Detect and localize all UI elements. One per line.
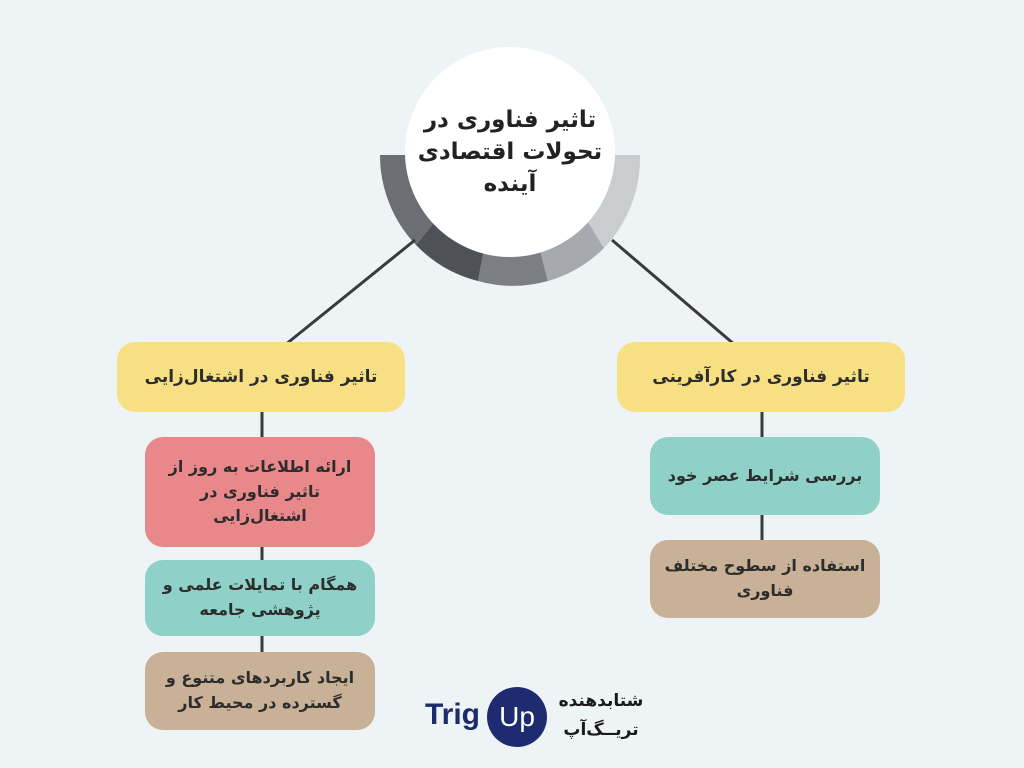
right-branch-heading: تاثیر فناوری در کارآفرینی — [617, 342, 905, 412]
right-item-2-text: استفاده از سطوح مختلف فناوری — [664, 556, 866, 600]
left-item-1-text: ارائه اطلاعات به روز از تاثیر فناوری در … — [168, 456, 352, 526]
line-center-right — [611, 238, 736, 347]
ring-segment-4 — [540, 222, 604, 281]
ring-segment-2 — [416, 220, 484, 281]
line-center-left — [284, 238, 416, 347]
logo-persian-text: شتابدهنده تریــگ‌آپ — [551, 687, 651, 745]
left-item-3: ایجاد کاربردهای متنوع و گسترده در محیط ک… — [145, 652, 375, 730]
center-title-line-1: تاثیر فناوری در — [423, 106, 597, 133]
center-topic: تاثیر فناوری در تحولات اقتصادی آینده — [405, 47, 615, 257]
left-item-2-text: همگام با تمایلات علمی و پژوهشی جامعه — [162, 575, 358, 619]
logo-persian-line-2: تریــگ‌آپ — [563, 719, 639, 740]
left-item-3-text: ایجاد کاربردهای متنوع و گسترده در محیط ک… — [165, 668, 355, 712]
trigup-logo: Trig Up شتابدهنده تریــگ‌آپ — [425, 680, 655, 750]
center-title-line-2: تحولات اقتصادی — [417, 138, 603, 165]
right-branch-heading-text: تاثیر فناوری در کارآفرینی — [652, 366, 870, 387]
logo-trig-text: Trig — [425, 698, 481, 731]
center-title-line-3: آینده — [483, 171, 537, 198]
left-branch-heading: تاثیر فناوری در اشتغال‌زایی — [117, 342, 405, 412]
right-item-1-text: بررسی شرایط عصر خود — [667, 465, 863, 485]
left-branch-heading-text: تاثیر فناوری در اشتغال‌زایی — [144, 366, 378, 387]
ring-segment-3 — [478, 250, 548, 286]
left-item-2: همگام با تمایلات علمی و پژوهشی جامعه — [145, 560, 375, 636]
logo-persian-line-1: شتابدهنده — [558, 691, 644, 711]
logo-up-badge: Up — [487, 687, 547, 747]
right-item-2: استفاده از سطوح مختلف فناوری — [650, 540, 880, 618]
ring-segment-5 — [588, 155, 641, 248]
ring-segment-1 — [379, 155, 436, 245]
center-ring — [379, 155, 641, 286]
right-item-1: بررسی شرایط عصر خود — [650, 437, 880, 515]
logo-up-text: Up — [499, 701, 535, 732]
left-item-1: ارائه اطلاعات به روز از تاثیر فناوری در … — [145, 437, 375, 547]
